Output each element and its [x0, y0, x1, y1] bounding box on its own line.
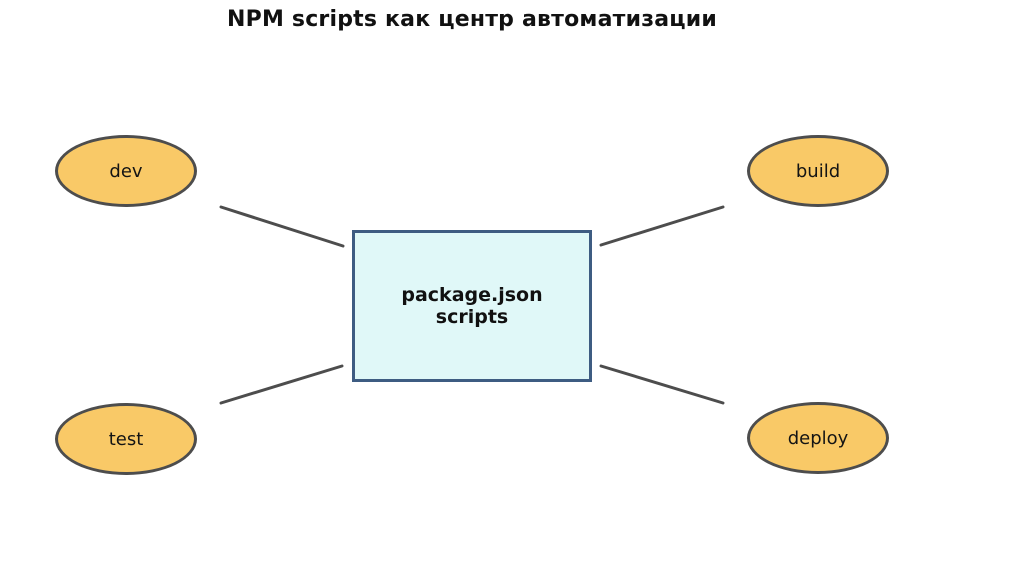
node-build: build	[747, 135, 889, 207]
edge-deploy-center	[599, 364, 725, 405]
node-deploy: deploy	[747, 402, 889, 474]
node-deploy-label: deploy	[787, 427, 849, 449]
node-dev: dev	[55, 135, 197, 207]
edge-build-center	[599, 205, 725, 247]
center-node-label: package.json scripts	[401, 284, 543, 328]
edge-dev-center	[219, 205, 345, 248]
diagram-title: NPM scripts как центр автоматизации	[227, 7, 717, 32]
edge-test-center	[219, 364, 344, 405]
node-dev-label: dev	[109, 160, 143, 182]
node-test-label: test	[108, 428, 144, 450]
node-test: test	[55, 403, 197, 475]
node-package-json-scripts: package.json scripts	[352, 230, 592, 382]
node-build-label: build	[795, 160, 841, 182]
